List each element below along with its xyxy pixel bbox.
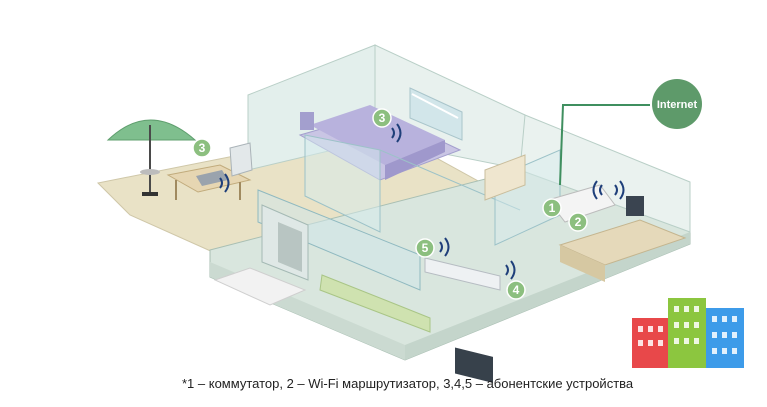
internet-icon [652, 79, 702, 129]
umbrella [106, 119, 197, 141]
marker-3-bedroom: 3 [372, 108, 392, 128]
marker-3-bedroom-label: 3 [379, 111, 386, 125]
umbrella-stand [142, 192, 158, 196]
window-glare [411, 93, 459, 119]
glass-partition-mid [304, 134, 381, 233]
desk-front [560, 245, 605, 282]
marker-3-terrace: 3 [192, 138, 212, 158]
marker-5-console-label: 5 [422, 241, 429, 255]
tv-stand [424, 257, 501, 291]
wifi-signal-icon [219, 123, 625, 280]
doormat [213, 267, 307, 306]
marker-2-router: 2 [568, 212, 588, 232]
marker-1-switch: 1 [542, 198, 562, 218]
shelf [484, 154, 526, 201]
door-panel [278, 222, 302, 272]
marker-5-console: 5 [415, 238, 435, 258]
marker-1-switch-label: 1 [549, 201, 556, 215]
diagram-caption: *1 – коммутатор, 2 – Wi-Fi маршрутизатор… [182, 376, 634, 391]
window [409, 87, 463, 141]
glass-partition-front [257, 189, 421, 291]
chair [229, 142, 253, 177]
bed [310, 105, 445, 165]
marker-3-terrace-label: 3 [199, 141, 206, 155]
internet-cable [559, 104, 650, 186]
bed-side [385, 140, 445, 180]
partition-line [379, 149, 521, 211]
umbrella-base [140, 169, 160, 175]
marker-2-router-label: 2 [575, 215, 582, 229]
marker-4-tv: 4 [506, 280, 526, 300]
laptop [196, 170, 228, 186]
internet-label: Internet [657, 99, 698, 111]
sofa [319, 274, 431, 333]
monitor [626, 196, 644, 216]
marker-4-tv-label: 4 [513, 283, 520, 297]
bed-headboard [300, 112, 314, 130]
building-logo-icon [632, 298, 744, 368]
tv [455, 347, 493, 383]
floor-edge [405, 232, 690, 360]
router-cabinet [547, 184, 616, 223]
